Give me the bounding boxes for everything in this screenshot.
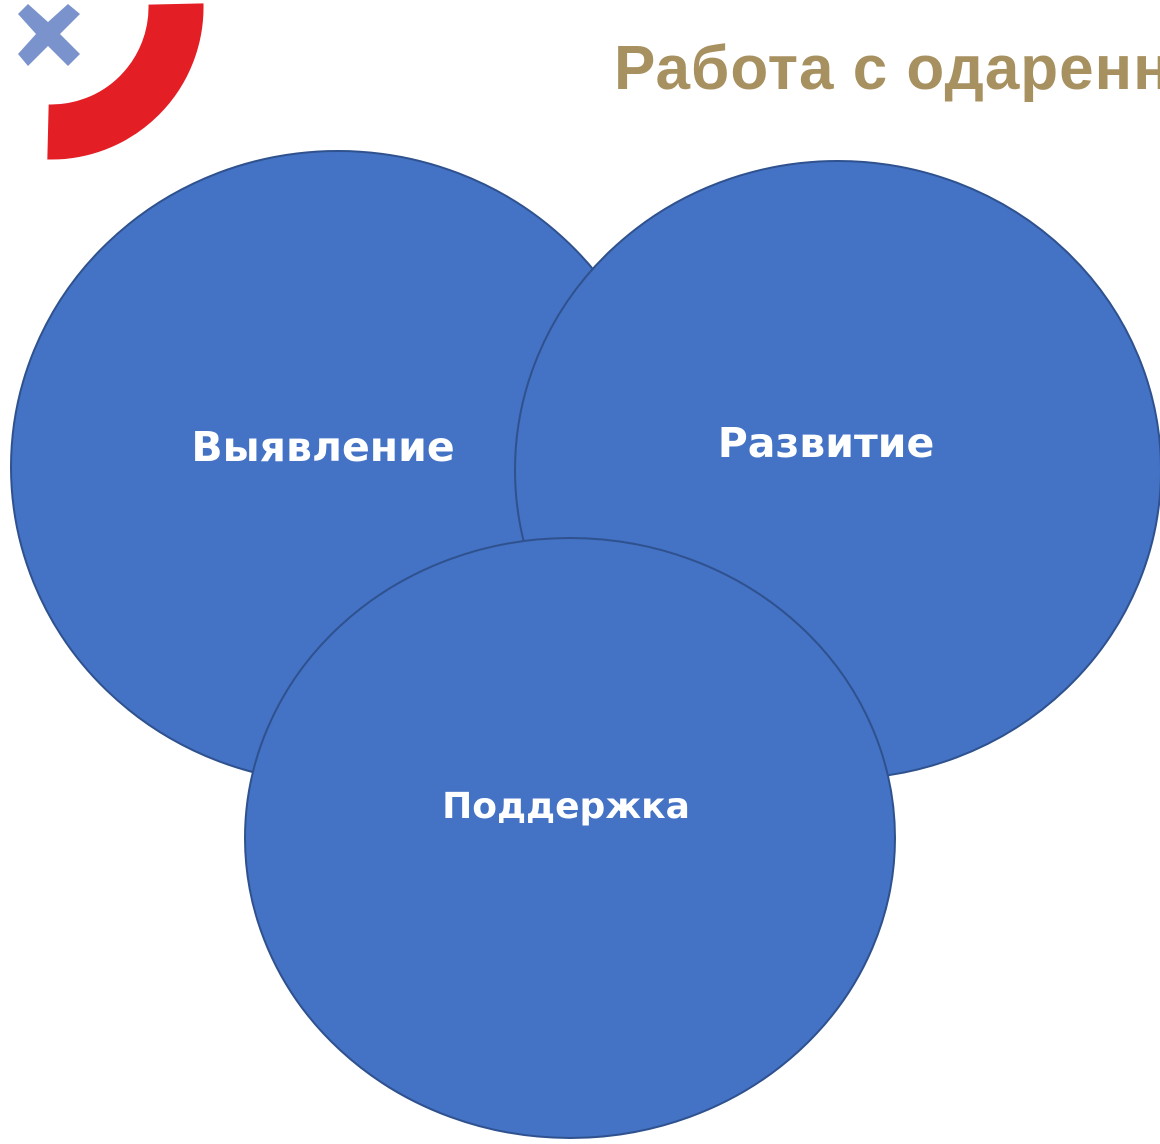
label-identification: Выявление (191, 423, 454, 471)
circle-support (244, 537, 896, 1139)
cross-mark-icon (18, 4, 80, 66)
slide-title: Работа с одаренн (614, 34, 1160, 103)
logo (18, 3, 204, 160)
red-arc-icon (47, 3, 204, 160)
label-development: Развитие (718, 419, 935, 467)
label-support: Поддержка (442, 786, 690, 827)
